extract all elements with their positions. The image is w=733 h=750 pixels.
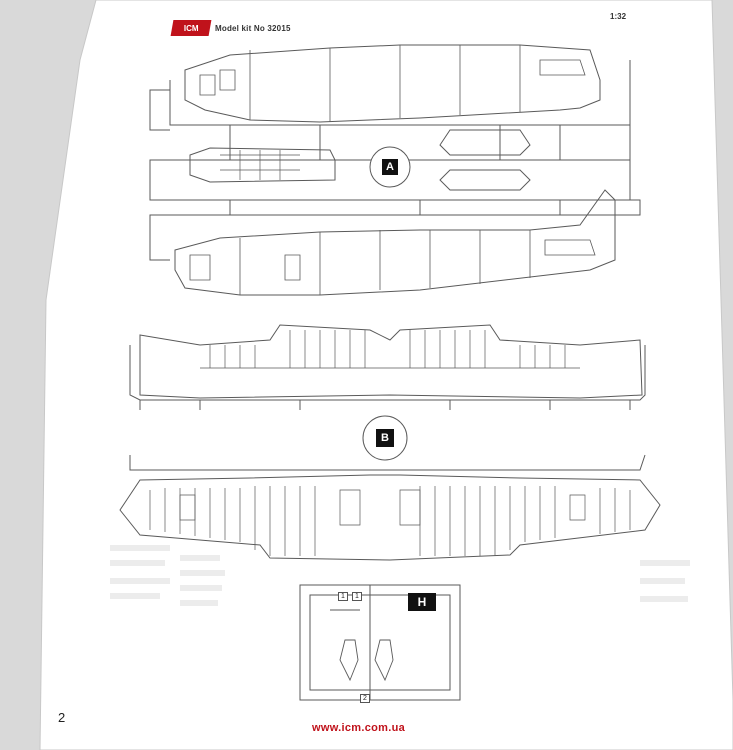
sprue-h-parts: [330, 609, 394, 682]
page-number: 2: [58, 710, 66, 725]
sprue-h-label: H: [408, 593, 436, 611]
scale-label: 1:32: [610, 12, 627, 21]
model-kit-number: Model kit No 32015: [215, 24, 291, 33]
upper-wing: [139, 324, 643, 399]
sprue-a-label: A: [382, 159, 398, 175]
part-number-1a: 1: [338, 592, 348, 601]
drop-tanks: [439, 129, 531, 191]
icm-logo: ICM: [170, 20, 212, 36]
part-number-2: 2: [360, 694, 370, 703]
fuselage-half-upper: [184, 44, 601, 123]
paper-sheet: [39, 0, 733, 750]
sprue-a-frame: [149, 60, 641, 261]
fuselage-half-lower: [174, 189, 616, 296]
faint-show-through-text: [110, 545, 690, 606]
cowling-part: [189, 147, 336, 183]
part-number-1b: 1: [352, 592, 362, 601]
sprue-b-frame: [129, 345, 646, 471]
website-url: www.icm.com.ua: [312, 722, 406, 734]
sprue-h-frame: [299, 584, 461, 701]
sprue-b-label: B: [376, 429, 394, 447]
lower-wing: [119, 474, 661, 561]
